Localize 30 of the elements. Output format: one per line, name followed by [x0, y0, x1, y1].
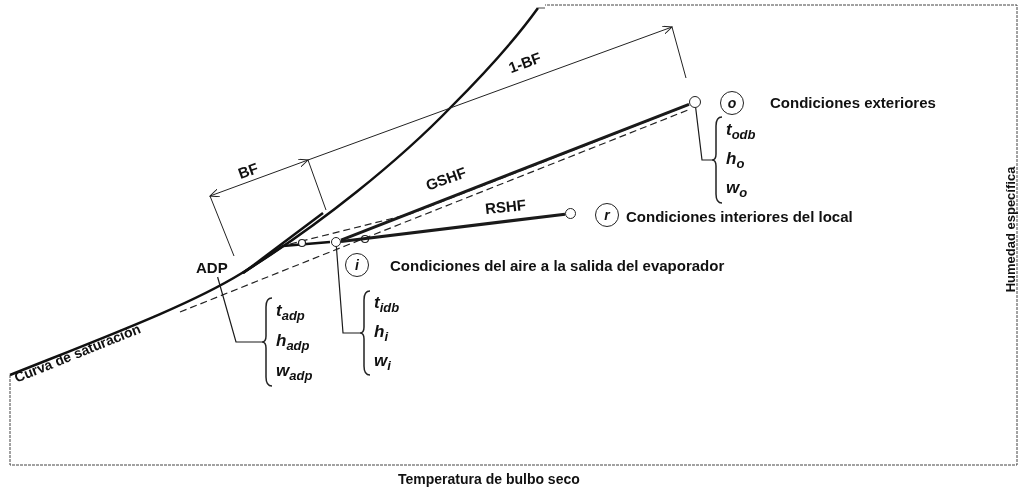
dimension-label: 1-BF — [506, 48, 544, 77]
property-symbol: h$_{i}$ — [374, 323, 390, 343]
property-symbol: w$_{i}$ — [374, 351, 392, 372]
line-label: RSHF — [484, 195, 527, 218]
point-description: Condiciones del aire a la salida del evaporador — [390, 257, 725, 274]
leader-line — [217, 276, 263, 343]
property-symbol: t$_{idb}$ — [374, 294, 401, 315]
property-symbol: t$_{adp}$ — [276, 302, 306, 322]
property-symbol: h$_{adp}$ — [276, 332, 311, 352]
point-letter: o — [720, 91, 744, 115]
point-description: Condiciones exteriores — [770, 94, 936, 111]
state-point-circle — [565, 208, 576, 219]
property-symbol: h$_{o}$ — [726, 150, 746, 170]
point-label: ADP — [196, 259, 228, 276]
axis-label: Temperatura de bulbo seco — [398, 471, 580, 487]
process-line — [340, 212, 566, 243]
point-letter: i — [345, 253, 369, 277]
leader-line — [695, 107, 713, 161]
point-letter: r — [595, 203, 619, 227]
axis-label: Humedad específica — [1003, 166, 1019, 293]
property-symbol: w$_{adp}$ — [276, 362, 314, 382]
point-description: Condiciones interiores del local — [626, 208, 853, 225]
dimension-label: BF — [235, 159, 261, 182]
property-symbol: t$_{odb}$ — [726, 120, 757, 141]
state-point-circle — [331, 237, 341, 247]
process-line — [340, 102, 690, 242]
property-symbol: w$_{o}$ — [726, 179, 749, 200]
state-point-circle — [689, 96, 701, 108]
leader-line — [335, 246, 361, 334]
line-label: GSHF — [423, 163, 469, 194]
